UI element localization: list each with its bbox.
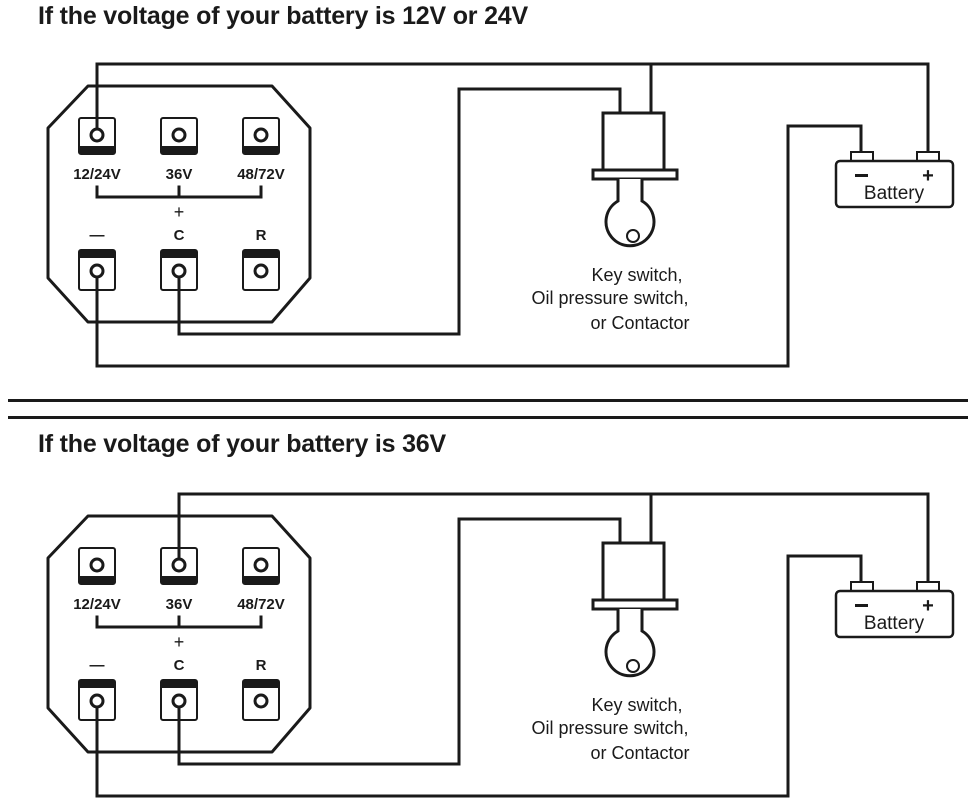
terminal-label: 36V [166,596,193,613]
wire-c-to-switch [177,517,622,766]
terminal-c: C [160,227,198,291]
switch-caption-line: Key switch, [591,695,682,715]
key-hole [626,229,640,243]
plus-symbol: + [174,202,185,222]
section-divider-top [8,399,968,402]
terminal-label: — [90,227,105,244]
switch-flange [591,598,679,611]
terminal-r: R [242,657,280,721]
terminal-label: 36V [166,166,193,183]
switch-body [601,541,666,602]
wire-positive [177,492,930,584]
terminal-label: 48/72V [237,166,285,183]
switch-body [601,111,666,172]
switch-caption-line: Oil pressure switch, [531,288,688,308]
switch-caption-line: or Contactor [590,313,689,333]
terminal-bar [79,250,115,258]
terminal-bar [243,680,279,688]
battery-icon: +Battery [834,151,955,209]
positive-bracket [95,185,263,199]
battery-label: Battery [864,613,925,634]
terminal-label: R [256,657,267,674]
terminal-48-72v: 48/72V [237,117,285,183]
plus-symbol: + [174,632,185,652]
terminal-label: R [256,227,267,244]
wire-c-to-switch [177,87,622,336]
terminal-screw-icon [89,263,105,279]
terminal-screw-icon [253,263,269,279]
terminal-screw-icon [171,127,187,143]
key-switch-icon [591,111,679,248]
terminal-bar [161,250,197,258]
battery-label: Battery [864,183,925,204]
terminal-bar [79,576,115,584]
terminal-bar [243,250,279,258]
terminal-label: 12/24V [73,596,121,613]
key-head [604,609,656,678]
key-hole [626,659,640,673]
battery-case [834,159,955,209]
terminal-label: 48/72V [237,596,285,613]
terminal-bar [161,576,197,584]
terminal-label: 12/24V [73,166,121,183]
terminal-screw-icon [253,127,269,143]
terminal-bar [243,146,279,154]
terminal-r: R [242,227,280,291]
terminal-screw-icon [253,557,269,573]
terminal-bar [161,680,197,688]
wire-positive [95,62,930,154]
terminal-screw-icon [253,693,269,709]
battery-pos-symbol: + [922,165,934,187]
terminal-bar [243,576,279,584]
terminal-bar [79,146,115,154]
diagram-title-36v: If the voltage of your battery is 36V [38,430,446,458]
terminal-label: — [90,657,105,674]
terminal-screw-icon [89,693,105,709]
key-switch-icon [591,541,679,678]
terminal-48-72v: 48/72V [237,547,285,613]
terminal-screw-icon [89,557,105,573]
terminal-bar [79,680,115,688]
terminal-screw-icon [171,263,187,279]
key-head [604,179,656,248]
switch-caption-line: Oil pressure switch, [531,718,688,738]
terminal-label: C [174,227,185,244]
controller-body [46,84,312,324]
battery-icon: +Battery [834,581,955,639]
wiring-diagram-2: 12/24V 36V 48/72V + — C R Key switch, Oil pressu… [46,492,955,798]
terminal-36v: 36V [160,117,198,183]
battery-neg-symbol [855,174,868,177]
wiring-diagram-1: 12/24V 36V 48/72V + — C R Key switch, Oil pressu… [46,62,955,368]
switch-caption-line: Key switch, [591,265,682,285]
terminal-36v: 36V [160,547,198,613]
terminal-screw-icon [171,693,187,709]
battery-pos-symbol: + [922,595,934,617]
wire-negative [95,124,863,368]
terminal-screw-icon [171,557,187,573]
positive-bracket [95,615,263,629]
terminal-screw-icon [89,127,105,143]
switch-flange [591,168,679,181]
wire-negative [95,554,863,798]
battery-neg-symbol [855,604,868,607]
terminal-12-24v: 12/24V [73,547,121,613]
switch-caption-line: or Contactor [590,743,689,763]
controller-body [46,514,312,754]
terminal-bar [161,146,197,154]
battery-case [834,589,955,639]
diagram-title-12-24v: If the voltage of your battery is 12V or… [38,2,528,30]
section-divider-bottom [8,416,968,419]
terminal-label: C [174,657,185,674]
